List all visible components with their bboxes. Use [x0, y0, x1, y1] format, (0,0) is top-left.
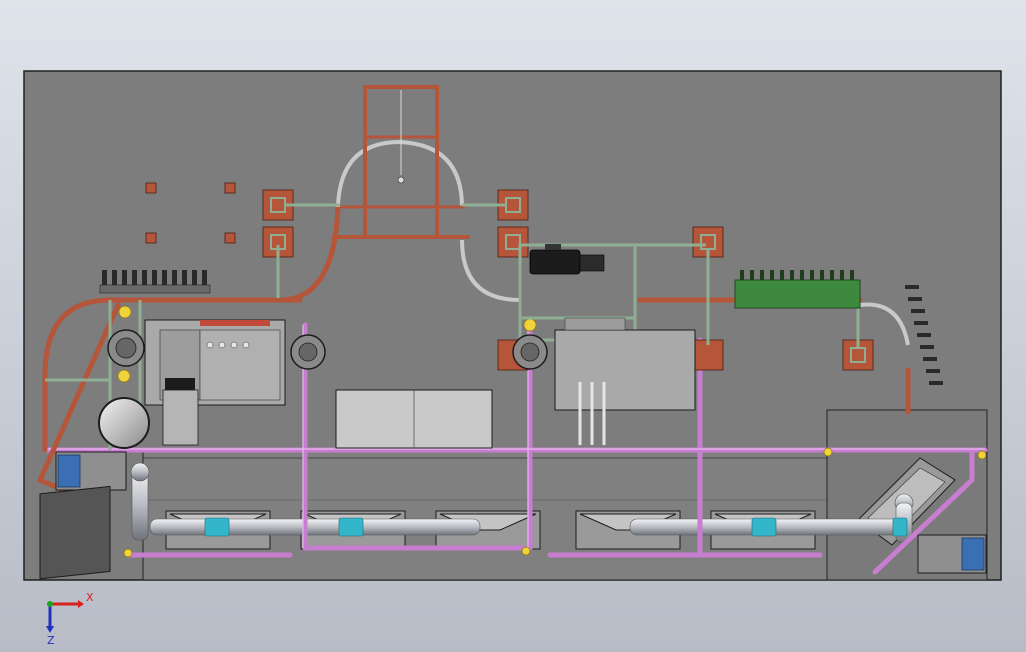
left-filter-manifold[interactable]: [99, 270, 211, 294]
control-knobs[interactable]: [206, 341, 250, 349]
flex-hoses: [336, 139, 910, 346]
feed-pump-left[interactable]: [55, 451, 127, 491]
triad-x-label: X: [86, 591, 94, 604]
drive-motor[interactable]: [529, 244, 605, 275]
feed-pump-right[interactable]: [917, 534, 987, 574]
storage-tank[interactable]: [98, 397, 150, 449]
hoist-hook-icon: [397, 176, 405, 184]
right-process-unit[interactable]: [512, 317, 696, 445]
left-pump-group[interactable]: [98, 329, 326, 449]
right-filter-bank[interactable]: [734, 270, 861, 309]
pipe-couplings: [204, 517, 908, 537]
center-cabinet[interactable]: [335, 389, 493, 449]
coordinate-triad: X Z: [46, 591, 94, 647]
heat-exchanger-panel[interactable]: [39, 485, 111, 580]
triad-z-label: Z: [47, 634, 55, 647]
nozzle-rack[interactable]: [905, 285, 943, 385]
gantry-frame[interactable]: [332, 85, 470, 239]
left-process-unit[interactable]: [144, 319, 286, 446]
